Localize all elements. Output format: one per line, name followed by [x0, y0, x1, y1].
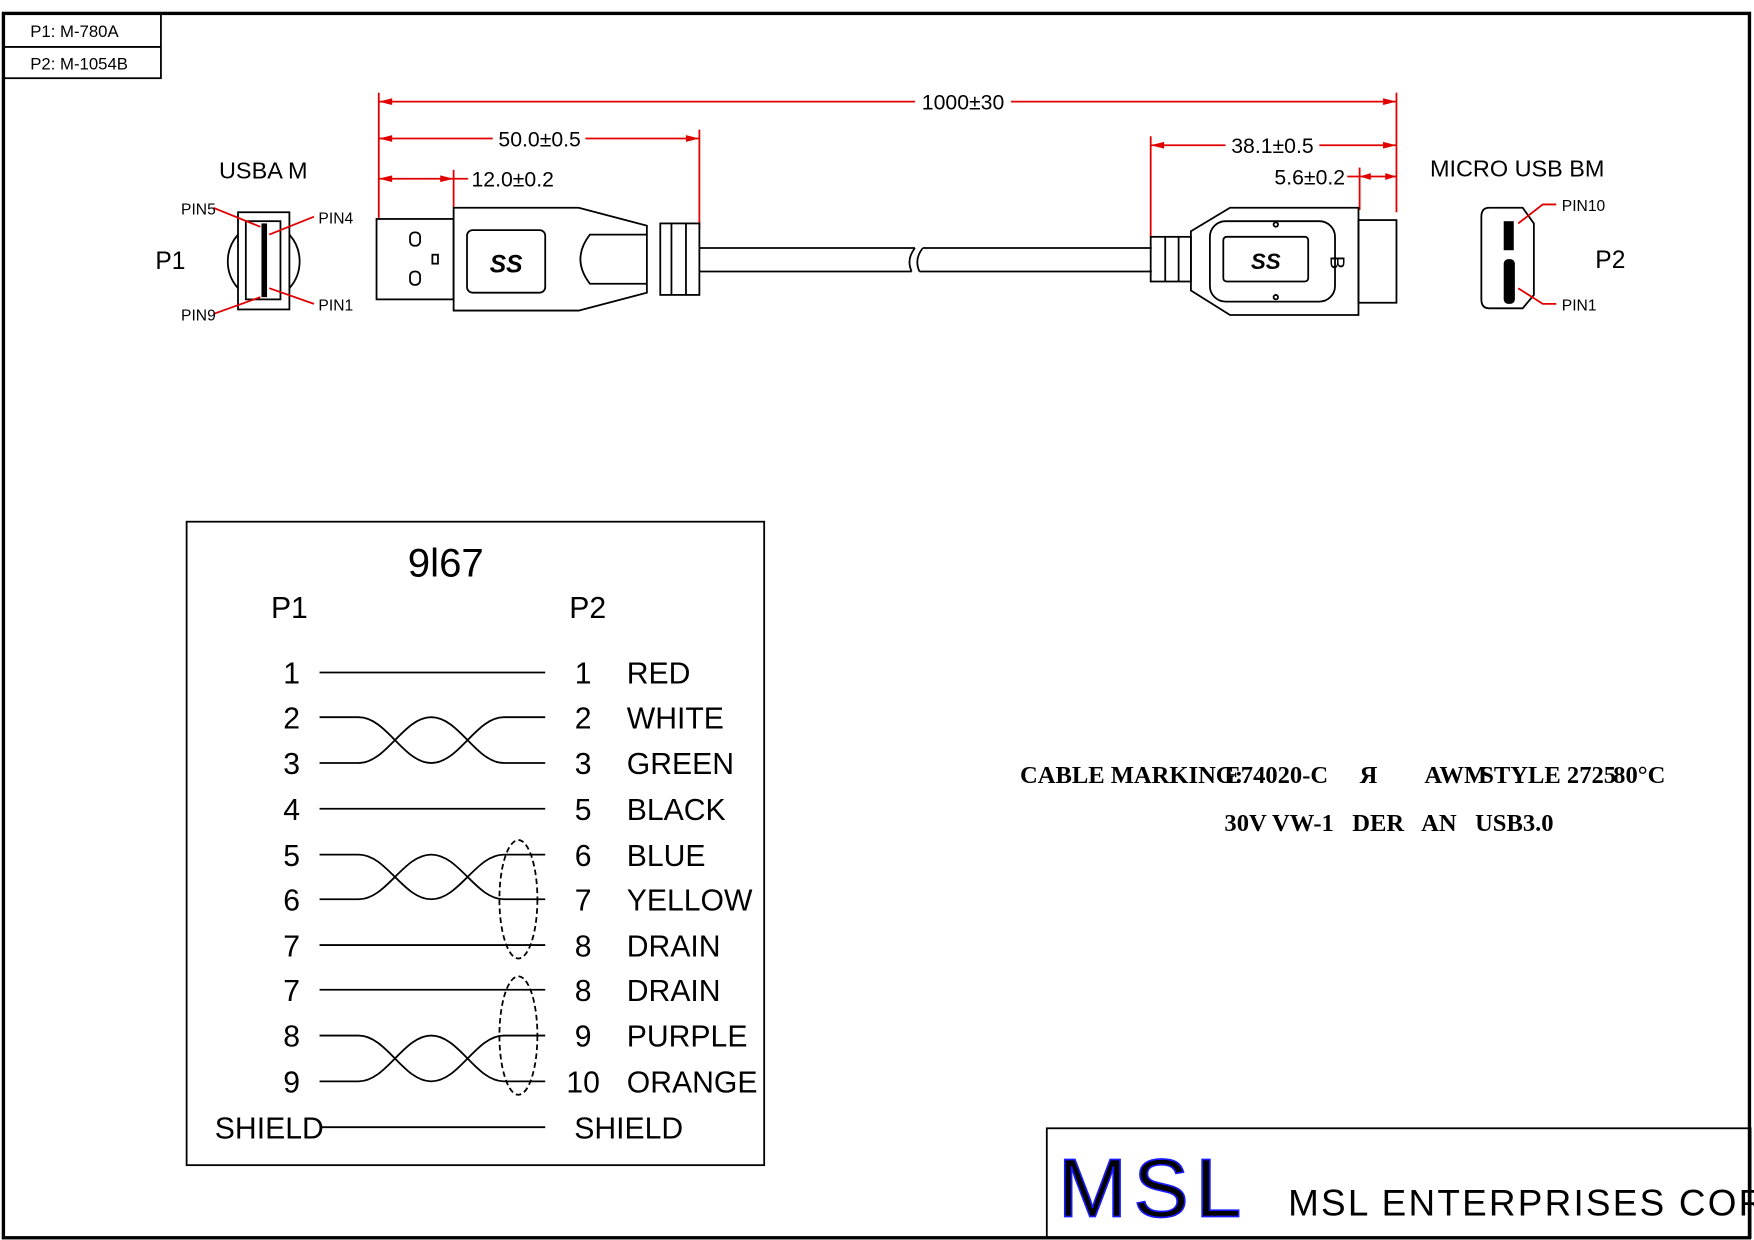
wiring-col-p1: P1	[271, 592, 308, 625]
micro-b-plug: SS B	[1149, 206, 1398, 316]
wiring-p1-pin: 2	[283, 702, 300, 735]
dimensions: 1000±30 50.0±0.5 12.0±0.2 38.1±0.5 5.6±0…	[377, 91, 1398, 237]
pin1-label-p2: PIN1	[1562, 298, 1597, 315]
marking-style: STYLE 2725	[1480, 762, 1616, 789]
pin4-label: PIN4	[318, 210, 353, 227]
wiring-col-p2: P2	[569, 592, 606, 625]
p1-label: P1	[155, 248, 185, 275]
marking-temp: 80°C	[1613, 762, 1665, 789]
company-name: MSL ENTERPRISES CORP.	[1288, 1182, 1754, 1223]
dim-p1-plug: 12.0±0.2	[471, 169, 553, 192]
wiring-p2-pin: 8	[575, 975, 592, 1008]
marking-line2: 30V VW-1 DER AN USB3.0	[1224, 810, 1553, 837]
marking-ur-symbol: Я	[1360, 762, 1378, 789]
wiring-color: RED	[627, 658, 691, 691]
wiring-color: WHITE	[627, 702, 724, 735]
wiring-p1-pin: 7	[283, 930, 300, 963]
parts-box: P1: M-780A P2: M-1054B	[2, 12, 162, 80]
drawing-border	[1, 11, 1752, 1240]
wiring-p2-pin: 9	[575, 1021, 592, 1054]
dim-p1-length: 50.0±0.5	[498, 128, 580, 151]
p2-label: P2	[1595, 247, 1625, 274]
wiring-p2-pin: 1	[575, 658, 592, 691]
usb-a-end-view: USBA M P1 PIN5 PIN4 PIN9 PIN1	[155, 158, 353, 325]
wiring-color: DRAIN	[627, 975, 721, 1008]
wiring-p1-pin: 9	[283, 1067, 300, 1100]
wiring-p1-pin: 8	[283, 1021, 300, 1054]
wiring-p2-pin: 2	[575, 702, 592, 735]
wire-twisted	[319, 716, 546, 764]
micro-b-side-mark: B	[1326, 256, 1348, 269]
wire-twisted	[319, 853, 546, 901]
title-block: MSL MSL ENTERPRISES CORP.	[1045, 1127, 1754, 1239]
wiring-color: YELLOW	[627, 884, 753, 917]
wiring-p2-pin: SHIELD	[574, 1112, 683, 1145]
wiring-table: 9l67 P1 P2 1 1 RED 2 2 WHITE 3 3 GREEN 4 5 BLACK 5 6 B…	[185, 520, 766, 1167]
usb-a-plug: SS	[375, 206, 701, 312]
cable-marking-label: CABLE MARKING:	[1020, 762, 1243, 789]
wiring-color: ORANGE	[627, 1067, 758, 1100]
wiring-p1-pin: 4	[283, 794, 300, 827]
usb-a-ss-logo: SS	[490, 252, 523, 279]
wiring-title: 9l67	[408, 540, 484, 585]
wiring-color: GREEN	[627, 748, 734, 781]
wiring-color: BLACK	[627, 794, 726, 827]
micro-b-title: MICRO USB BM	[1430, 156, 1605, 182]
wiring-p1-pin: 1	[283, 658, 300, 691]
marking-ul: E74020-C	[1224, 762, 1328, 789]
wiring-p1-pin: 5	[283, 840, 300, 873]
msl-logo: MSL	[1058, 1142, 1248, 1235]
wiring-p1-pin: SHIELD	[215, 1112, 324, 1145]
wire-twisted	[319, 1034, 546, 1083]
wiring-p2-pin: 5	[575, 794, 592, 827]
wiring-p2-pin: 8	[575, 930, 592, 963]
wiring-p2-pin: 6	[575, 840, 592, 873]
dim-p2-plug: 5.6±0.2	[1274, 166, 1345, 189]
dim-overall: 1000±30	[922, 91, 1004, 114]
marking-awm: AWM	[1424, 762, 1487, 789]
wire-twisted	[319, 1034, 546, 1083]
pin5-label: PIN5	[181, 201, 216, 218]
part-p2: P2: M-1054B	[30, 54, 128, 73]
wiring-p1-pin: 3	[283, 748, 300, 781]
micro-b-ss-logo: SS	[1251, 249, 1281, 274]
dim-p2-length: 38.1±0.5	[1231, 135, 1313, 158]
wiring-p1-pin: 6	[283, 884, 300, 917]
wiring-color: BLUE	[627, 840, 706, 873]
usb-a-title: USBA M	[219, 158, 308, 184]
wiring-p1-pin: 7	[283, 975, 300, 1008]
cable	[699, 247, 1152, 273]
pin9-label: PIN9	[181, 308, 216, 325]
wiring-p2-pin: 3	[575, 748, 592, 781]
micro-b-end-view: MICRO USB BM P2 PIN10 PIN1	[1430, 156, 1625, 315]
wire-twisted	[319, 716, 546, 764]
pin10-label: PIN10	[1562, 198, 1606, 215]
cable-marking: CABLE MARKING: E74020-C Я AWM STYLE 2725…	[1020, 762, 1665, 837]
part-p1: P1: M-780A	[30, 22, 119, 41]
wiring-color: DRAIN	[627, 930, 721, 963]
wire-twisted	[319, 853, 546, 901]
pin1-label: PIN1	[318, 298, 353, 315]
wiring-p2-pin: 10	[566, 1067, 600, 1100]
wiring-p2-pin: 7	[575, 884, 592, 917]
wiring-color: PURPLE	[627, 1021, 748, 1054]
